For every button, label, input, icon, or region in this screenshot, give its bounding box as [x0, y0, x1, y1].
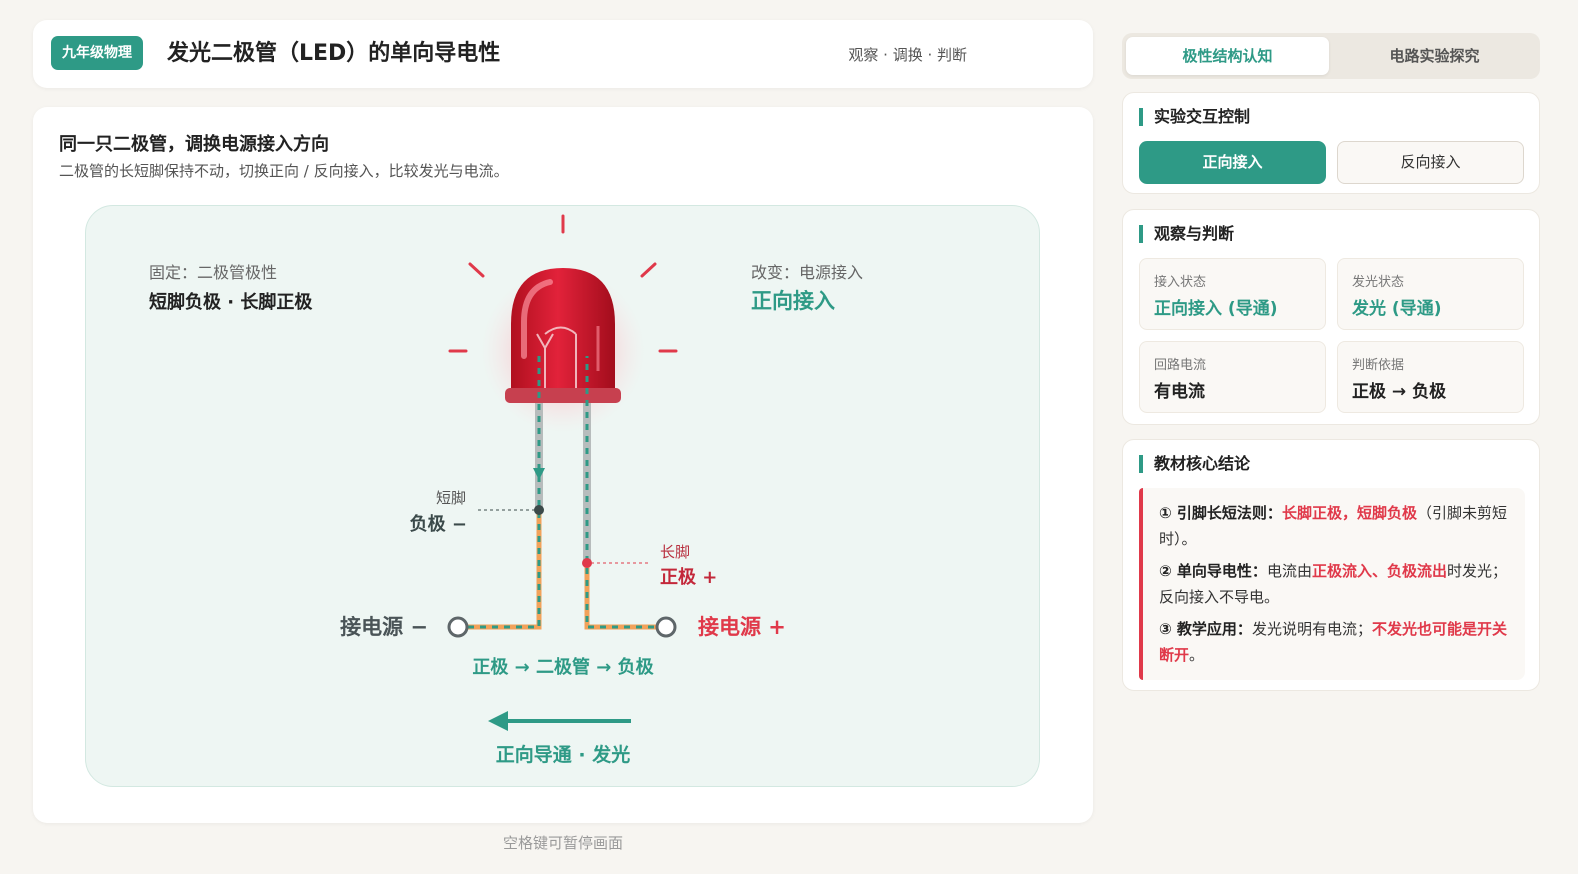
short-leg-junction: [534, 505, 544, 515]
obs-label: 接入状态: [1154, 275, 1207, 290]
experiment-card: 同一只二极管，调换电源接入方向 二极管的长短脚保持不动，切换正向 / 反向接入，…: [33, 107, 1093, 823]
obs-label: 发光状态: [1352, 275, 1405, 290]
conclusion-rule-3-text: 发光说明有电流；: [1251, 620, 1372, 638]
obs-label: 回路电流: [1154, 358, 1207, 373]
source-negative-label: 接电源 −: [340, 615, 428, 639]
tab-bar: 极性结构认知 电路实验探究: [1122, 33, 1540, 79]
change-label: 改变：电源接入: [751, 263, 863, 282]
long-leg: [583, 403, 591, 563]
conclusion-rule-2-tail: 时发光；反向接入不导电。: [1159, 562, 1507, 606]
page-title: 发光二极管（LED）的单向导电性: [167, 41, 501, 66]
conclusion-rule-2: ② 单向导电性：电流由正极流入、负极流出时发光；反向接入不导电。: [1159, 558, 1511, 610]
reverse-connect-button[interactable]: 反向接入: [1337, 141, 1524, 184]
conclusion-rule-2-lead: ② 单向导电性：: [1159, 562, 1267, 580]
light-rays: [448, 214, 678, 353]
obs-value: 有电流: [1154, 382, 1205, 402]
obs-card-lighting: 发光状态 发光 (导通): [1337, 258, 1524, 330]
obs-card-current: 回路电流 有电流: [1139, 341, 1326, 413]
led-internal: [536, 326, 577, 388]
tab-circuit-experiment[interactable]: 电路实验探究: [1389, 47, 1480, 65]
experiment-stage: 固定：二极管极性 短脚负极 · 长脚正极 改变：电源接入 正向接入 短脚 负极 …: [85, 205, 1040, 787]
conclusion-rule-2-text: 电流由: [1266, 562, 1312, 580]
wire-positive: [584, 563, 666, 630]
long-leg-label: 长脚: [660, 543, 690, 561]
conclusion-box: ① 引脚长短法则：长脚正极，短脚负极（引脚未剪短时）。 ② 单向导电性：电流由正…: [1139, 488, 1525, 680]
observation-panel-title: 观察与判断: [1139, 225, 1234, 243]
current-arrow: [533, 468, 545, 480]
pause-hint: 空格键可暂停画面: [502, 834, 623, 852]
short-leg-pole: 负极 −: [410, 513, 467, 535]
led-rim: [505, 388, 621, 403]
obs-value: 发光 (导通): [1352, 299, 1442, 319]
conclusion-rule-1: ① 引脚长短法则：长脚正极，短脚负极（引脚未剪短时）。: [1159, 500, 1511, 552]
fixed-value: 短脚负极 · 长脚正极: [149, 291, 313, 313]
terminal-negative[interactable]: [447, 616, 469, 638]
change-value: 正向接入: [751, 289, 835, 313]
section-heading: 同一只二极管，调换电源接入方向: [59, 134, 329, 155]
led-highlight: [521, 279, 553, 359]
conclusion-panel-title: 教材核心结论: [1139, 455, 1250, 473]
obs-value: 正向接入 (导通): [1154, 299, 1278, 319]
terminal-positive[interactable]: [655, 616, 677, 638]
long-leg-junction: [582, 558, 592, 568]
conclusion-rule-1-highlight: 长脚正极，短脚负极: [1281, 504, 1417, 522]
observation-panel: 观察与判断 接入状态 正向接入 (导通) 发光状态 发光 (导通) 回路电流 有…: [1122, 209, 1540, 425]
conclusion-rule-3-lead: ③ 教学应用：: [1159, 620, 1252, 638]
conclusion-panel: 教材核心结论 ① 引脚长短法则：长脚正极，短脚负极（引脚未剪短时）。 ② 单向导…: [1122, 439, 1540, 691]
obs-card-connection: 接入状态 正向接入 (导通): [1139, 258, 1326, 330]
control-panel: 实验交互控制 正向接入 反向接入: [1122, 92, 1540, 194]
forward-connect-button[interactable]: 正向接入: [1139, 141, 1326, 184]
fixed-label: 固定：二极管极性: [149, 263, 277, 282]
long-leg-pole: 正极 +: [660, 567, 717, 588]
obs-value: 正极 → 负极: [1352, 382, 1447, 402]
conclusion-rule-1-lead: ① 引脚长短法则：: [1159, 504, 1282, 522]
led-circuit-diagram: 固定：二极管极性 短脚负极 · 长脚正极 改变：电源接入 正向接入 短脚 负极 …: [149, 214, 863, 766]
conclusion-rule-3-highlight: 不发光也可能是开关断开: [1159, 620, 1507, 664]
conclusion-rule-1-tail: （引脚未剪短时）。: [1159, 504, 1507, 548]
source-positive-label: 接电源 +: [698, 615, 786, 639]
wire-negative: [458, 511, 542, 630]
grade-badge: 九年级物理: [51, 36, 143, 70]
obs-label: 判断依据: [1352, 358, 1405, 373]
tab-polarity-structure[interactable]: 极性结构认知: [1126, 37, 1329, 75]
section-subheading: 二极管的长短脚保持不动，切换正向 / 反向接入，比较发光与电流。: [59, 162, 509, 180]
conclusion-rule-3: ③ 教学应用：发光说明有电流；不发光也可能是开关断开。: [1159, 616, 1511, 668]
status-caption: 正向导通 · 发光: [496, 743, 630, 766]
current-flow: [458, 356, 666, 629]
control-panel-title: 实验交互控制: [1139, 108, 1250, 126]
conclusion-rule-2-highlight: 正极流入、负极流出: [1311, 562, 1447, 580]
current-path-label: 正极 → 二极管 → 负极: [472, 656, 654, 678]
header-tagline: 观察 · 调换 · 判断: [848, 46, 967, 64]
obs-card-basis: 判断依据 正极 → 负极: [1337, 341, 1524, 413]
conclusion-rule-3-tail: 。: [1189, 646, 1205, 664]
short-leg-label: 短脚: [436, 489, 466, 507]
header-bar: 九年级物理 发光二极管（LED）的单向导电性 观察 · 调换 · 判断: [33, 20, 1093, 88]
